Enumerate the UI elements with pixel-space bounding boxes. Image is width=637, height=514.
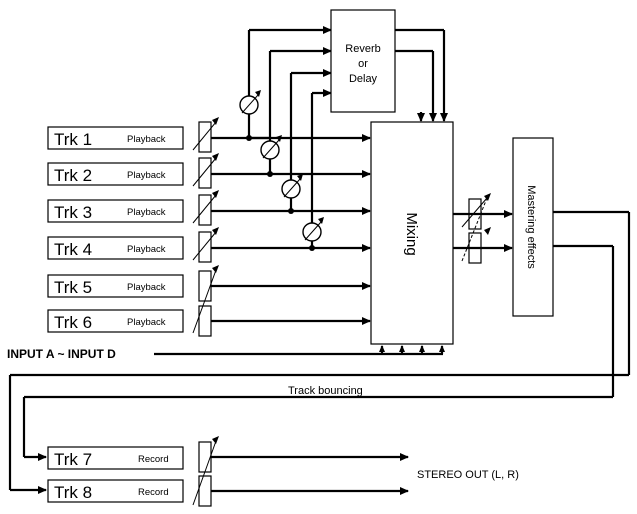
reverb-delay-box: Reverb or Delay [330,9,396,113]
track-7-mode: Record [138,454,169,465]
send-knob-icon [302,217,324,242]
stereo-out-label: STEREO OUT (L, R) [417,469,519,481]
effects-label-1: Reverb [345,43,380,55]
track-2-box [47,162,184,186]
track-2-mode: Playback [127,170,166,181]
effects-label-3: Delay [349,73,378,85]
track-2-label: Trk 2 [54,166,92,185]
mastering-label: Mastering effects [525,185,537,269]
master-fader-icon [453,193,513,264]
mixing-label: Mixing [403,212,420,255]
effect-send-lines [246,26,332,251]
track-3-box [47,199,184,223]
fader-icon [192,265,219,337]
input-lines [154,345,445,356]
fader-icon [192,190,219,226]
fader-icon [192,117,219,153]
track-row-7: Trk 7 Record [47,446,184,470]
send-knob-icon [239,90,261,115]
fader-icon [192,153,219,189]
track-row-2: Trk 2 Playback [47,162,184,186]
input-label: INPUT A ~ INPUT D [7,347,116,361]
track-4-mode: Playback [127,244,166,255]
track-7-box [47,446,184,470]
send-knob-icon [281,174,303,199]
track-6-label: Trk 6 [54,313,92,332]
fader-icon [192,436,219,507]
fader-icon [192,227,219,263]
track-5-label: Trk 5 [54,278,92,297]
track-1-box [47,126,184,150]
track-5-box [47,274,184,298]
track-8-label: Trk 8 [54,483,92,502]
mixing-box: Mixing [370,121,454,345]
track-3-mode: Playback [127,207,166,218]
track-row-4: Trk 4 Playback [47,236,184,260]
mastering-effects-box: Mastering effects [512,137,554,317]
track-row-8: Trk 8 Record [47,479,184,503]
track-row-6: Trk 6 Playback [47,309,184,333]
effect-return-lines [395,28,448,122]
track-row-1: Trk 1 Playback [47,126,184,150]
track-6-mode: Playback [127,317,166,328]
track-1-mode: Playback [127,134,166,145]
track-8-box [47,479,184,503]
track-4-box [47,236,184,260]
track-row-3: Trk 3 Playback [47,199,184,223]
track-7-label: Trk 7 [54,450,92,469]
track-1-label: Trk 1 [54,130,92,149]
track-4-label: Trk 4 [54,240,92,259]
track-row-5: Trk 5 Playback [47,274,184,298]
track-3-label: Trk 3 [54,203,92,222]
track-8-mode: Record [138,487,169,498]
bounce-path [8,210,631,494]
effects-label-2: or [358,58,368,70]
track-5-mode: Playback [127,282,166,293]
track-6-box [47,309,184,333]
send-knob-icon [260,135,282,160]
track-bouncing-label: Track bouncing [288,385,363,397]
